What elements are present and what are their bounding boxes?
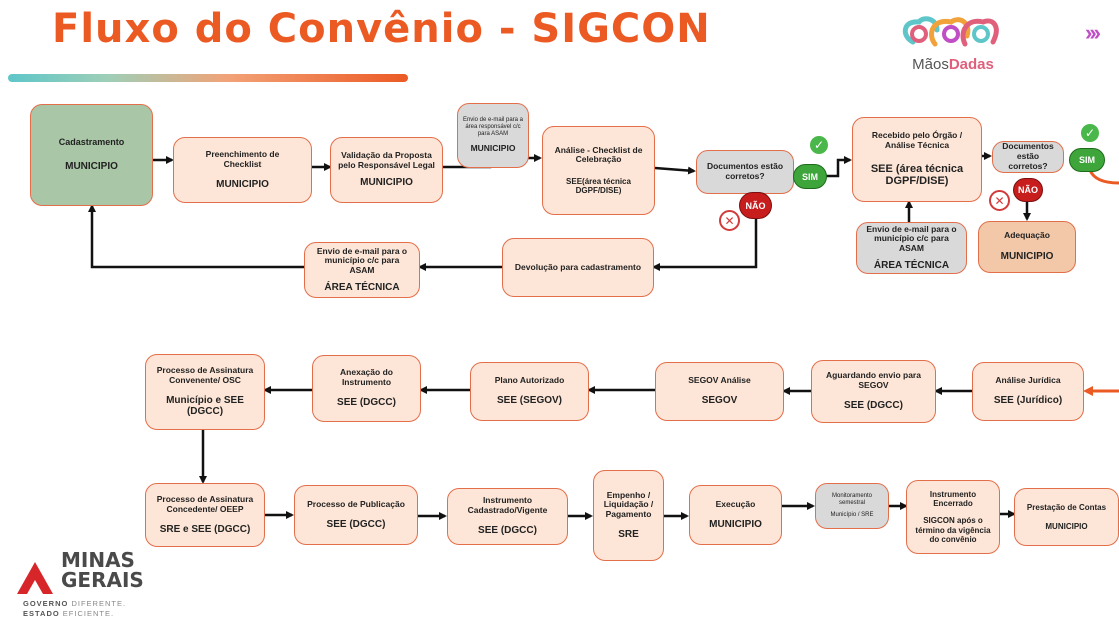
maos-dadas-wordmark: MãosDadas: [912, 56, 994, 73]
node-instrumento-cadastrado: Instrumento Cadastrado/Vigente SEE (DGCC…: [447, 488, 568, 545]
node-segov-analise: SEGOV Análise SEGOV: [655, 362, 784, 421]
node-email-municipio-left: Envio de e-mail para o município c/c par…: [304, 242, 420, 298]
node-empenho: Empenho / Liquidação / Pagamento SRE: [593, 470, 664, 561]
node-devolucao: Devolução para cadastramento: [502, 238, 654, 297]
arrow-sim-recebido: [825, 156, 852, 178]
node-cadastramento: Cadastramento MUNICIPIO: [30, 104, 153, 206]
chevrons-right-icon: ›››: [1085, 20, 1101, 45]
title-underline: [8, 74, 408, 82]
maos-dadas-logo: MãosDadas: [893, 12, 1013, 80]
node-email-asam: Envio de e-mail para a área responsável …: [457, 103, 529, 168]
node-monitoramento: Monitoramento semestral Município / SRE: [815, 483, 889, 529]
node-aguardando: Aguardando envio para SEGOV SEE (DGCC): [811, 360, 936, 423]
node-anexacao: Anexação do Instrumento SEE (DGCC): [312, 355, 421, 422]
page-title: Fluxo do Convênio - SIGCON: [52, 6, 711, 52]
node-adequacao: Adequação MUNICIPIO: [978, 221, 1076, 273]
decision-docs-1: Documentos estão corretos?: [696, 150, 794, 194]
mountain-icon: [17, 562, 53, 594]
x-mark-icon: ✕: [719, 210, 740, 231]
node-analise-checklist: Análise - Checklist de Celebração SEE(ár…: [542, 126, 655, 215]
x-mark-icon: ✕: [989, 190, 1010, 211]
node-assinatura-convenente: Processo de Assinatura Convenente/ OSC M…: [145, 354, 265, 430]
maos-dadas-emblem-icon: [902, 16, 999, 47]
decision-docs-2: Documentos estão corretos?: [992, 141, 1064, 173]
node-analise-juridica: Análise Jurídica SEE (Jurídico): [972, 362, 1084, 421]
nao-badge-1: NÃO: [739, 192, 772, 219]
check-icon: ✓: [1081, 124, 1099, 142]
node-recebido: Recebido pelo Órgão / Análise Técnica SE…: [852, 117, 982, 202]
node-validacao: Validação da Proposta pelo Responsável L…: [330, 137, 443, 203]
node-email-municipio-right: Envio de e-mail para o município c/c par…: [856, 222, 967, 274]
node-assinatura-concedente: Processo de Assinatura Concedente/ OEEP …: [145, 483, 265, 547]
minas-gerais-logo: MINAS GERAIS GOVERNO DIFERENTE. ESTADO E…: [15, 548, 165, 618]
check-icon: ✓: [810, 136, 828, 154]
node-plano-autorizado: Plano Autorizado SEE (SEGOV): [470, 362, 589, 421]
nao-badge-2: NÃO: [1013, 178, 1043, 202]
node-publicacao: Processo de Publicação SEE (DGCC): [294, 485, 418, 545]
arrow-nao-devolucao: [652, 210, 758, 271]
node-preenchimento: Preenchimento de Checklist MUNICIPIO: [173, 137, 312, 203]
node-prestacao-contas: Prestação de Contas MUNICIPIO: [1014, 488, 1119, 546]
node-execucao: Execução MUNICIPIO: [689, 485, 782, 545]
sim-badge-2: SIM: [1069, 148, 1105, 172]
sim-badge-1: SIM: [793, 164, 827, 189]
arrow-email-cad: [88, 204, 304, 269]
arrow-analise-docs: [654, 166, 696, 175]
node-instrumento-encerrado: Instrumento Encerrado SIGCON após o térm…: [906, 480, 1000, 554]
arrow-continue-out: [1088, 169, 1119, 185]
